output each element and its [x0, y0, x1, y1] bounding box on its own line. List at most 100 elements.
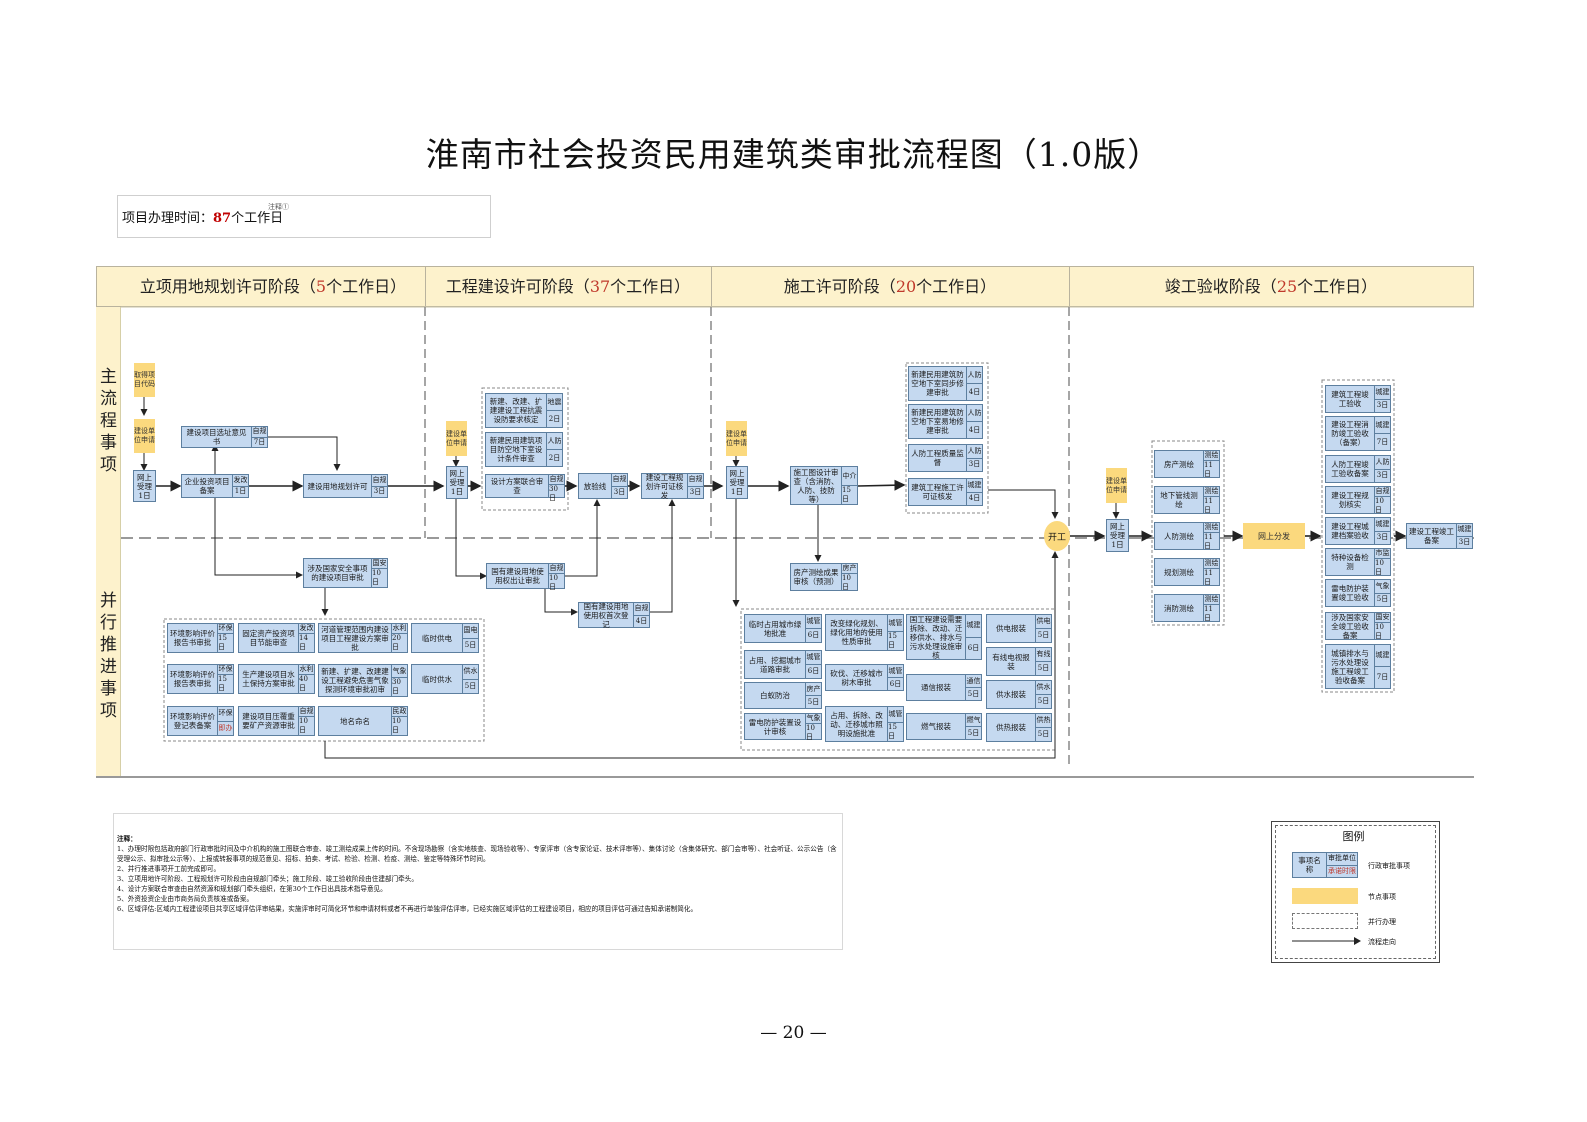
notes-heading: 注释：	[117, 835, 137, 843]
lane-main	[96, 307, 121, 538]
time-days: 87	[213, 211, 232, 226]
kaigong-node: 开工	[1044, 521, 1070, 551]
node-yellow: 建设单位申请	[1106, 468, 1127, 503]
phase-divider	[711, 266, 712, 307]
lane-parallel-label: 并行推进事项	[100, 591, 117, 721]
node-yellow: 建设单位申请	[134, 419, 155, 453]
time-note: 注释①	[268, 203, 289, 211]
legend-yellow-swatch	[1292, 888, 1358, 904]
legend-item: 并行办理	[1368, 918, 1396, 926]
note-item: 2、并行推进事项开工前完成即可。	[117, 865, 221, 873]
legend-sample-node: 事项名称 审批单位承诺时限	[1292, 852, 1358, 878]
legend: 图例 事项名称 审批单位承诺时限 行政审批事项 节点事项 并行办理 流程走向	[1271, 821, 1440, 963]
legend-item: 行政审批事项	[1368, 862, 1410, 870]
phase-1: 立项用地规划许可阶段（5个工作日）	[139, 277, 407, 296]
note-item: 6、区域评估:区域内工程建设项目共享区域评估评审结果，实施评审时可简化环节和申请…	[117, 905, 698, 913]
note-item: 5、外资投资企业由市商务局负责核准或备案。	[117, 895, 254, 903]
phase-divider	[1069, 266, 1070, 307]
time-suffix: 个工作日	[231, 211, 284, 226]
lane-parallel	[96, 538, 121, 778]
phase-2: 工程建设许可阶段（37个工作日）	[445, 277, 691, 296]
legend-title: 图例	[1342, 830, 1365, 843]
lane-main-label: 主流程事项	[100, 367, 117, 475]
page-number: — 20 —	[760, 1023, 827, 1043]
node-yellow: 建设单位申请	[446, 421, 467, 456]
node-yellow: 建设单位申请	[726, 421, 747, 456]
legend-arrow	[1292, 937, 1361, 945]
node-yellow: 取得项目代码	[134, 363, 155, 397]
note-item: 1、办理时限包括政府部门行政审批时间及中介机构的施工图联合审查、竣工测绘成果上传…	[117, 845, 837, 863]
time-prefix: 项目办理时间：	[122, 211, 214, 226]
phase-4: 竣工验收阶段（25个工作日）	[1164, 277, 1378, 296]
node-parallel: 环境影响评价登记表备案环保即办	[167, 706, 234, 736]
legend-item: 流程走向	[1368, 938, 1396, 946]
phase-3: 施工许可阶段（20个工作日）	[783, 277, 997, 296]
legend-item: 节点事项	[1368, 893, 1396, 901]
notes-box: 注释： 1、办理时限包括政府部门行政审批时间及中介机构的施工图联合审查、竣工测绘…	[113, 813, 843, 950]
note-item: 4、设计方案联合审查由自然资源和规划部门牵头组织，在第30个工作日出具技术指导意…	[117, 885, 387, 893]
project-time-box: 项目办理时间：87个工作日 注释①	[117, 195, 491, 238]
node-yellow: 网上分发	[1243, 523, 1305, 549]
note-item: 3、立项用地许可阶段、工程规划许可阶段由自规部门牵头；施工阶段、竣工验收阶段由住…	[117, 875, 418, 883]
phase-divider	[425, 266, 426, 307]
legend-dashed-swatch	[1292, 913, 1358, 929]
